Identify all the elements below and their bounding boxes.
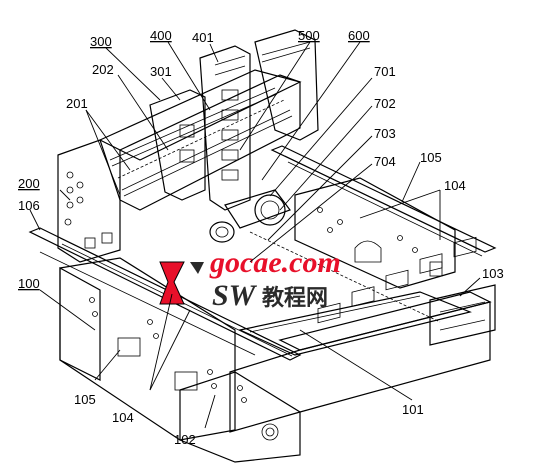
label-400: 400 <box>150 28 172 43</box>
z-carriage <box>149 45 291 243</box>
right-upright <box>294 177 456 289</box>
label-201: 201 <box>66 96 88 111</box>
label-200: 200 <box>18 176 40 191</box>
watermark-brand: SW <box>212 279 258 312</box>
label-301: 301 <box>150 64 172 79</box>
watermark-logo-icon <box>159 261 204 305</box>
label-202: 202 <box>92 62 114 77</box>
label-401: 401 <box>192 30 214 45</box>
watermark: gocae.com SW 教程网 <box>159 246 341 312</box>
label-103: 103 <box>482 266 504 281</box>
label-105-bottom: 105 <box>74 392 96 407</box>
watermark-site: gocae.com <box>209 246 341 279</box>
part-labels: 300 400 401 500 600 202 301 701 201 702 … <box>18 28 504 447</box>
label-704: 704 <box>374 154 396 169</box>
label-701: 701 <box>374 64 396 79</box>
label-500: 500 <box>298 28 320 43</box>
label-702: 702 <box>374 96 396 111</box>
label-104-top: 104 <box>444 178 466 193</box>
label-100: 100 <box>18 276 40 291</box>
label-600: 600 <box>348 28 370 43</box>
label-105-top: 105 <box>420 150 442 165</box>
watermark-cn: 教程网 <box>262 285 328 311</box>
label-703: 703 <box>374 126 396 141</box>
bolt-holes <box>89 297 247 403</box>
label-300: 300 <box>90 34 112 49</box>
base-bed <box>59 236 496 463</box>
label-104-bottom: 104 <box>112 410 134 425</box>
label-106: 106 <box>18 198 40 213</box>
label-102: 102 <box>174 432 196 447</box>
gantry-beam <box>57 29 319 263</box>
leader-lines <box>29 41 481 429</box>
label-101: 101 <box>402 402 424 417</box>
